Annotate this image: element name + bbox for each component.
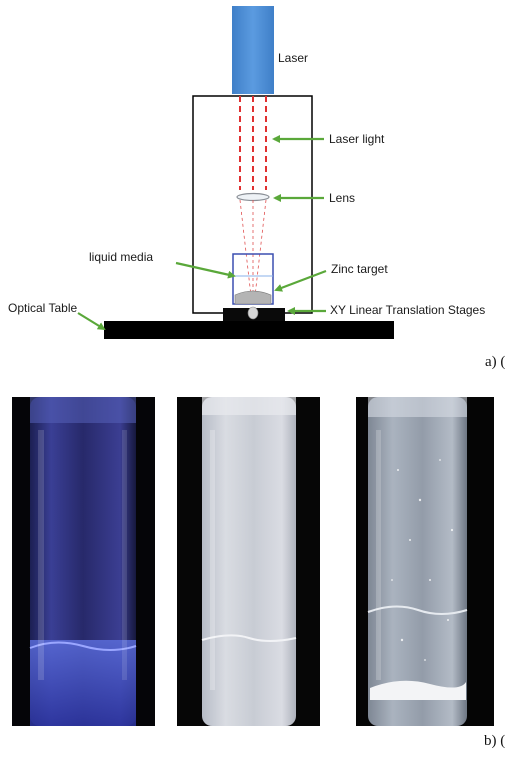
- laser-icon: [232, 6, 274, 94]
- vial-photo-1: [12, 397, 155, 726]
- vial-photo-2: [177, 397, 320, 726]
- laser-light-label: Laser light: [329, 132, 385, 146]
- panel-b-label: b) (: [484, 733, 505, 749]
- optical-table-icon: [104, 321, 394, 339]
- lens-label: Lens: [329, 191, 355, 205]
- arrow-optical-table: [77, 312, 106, 331]
- zinc-target-icon: [234, 290, 272, 305]
- arrow-liquid-media: [175, 261, 236, 279]
- xy-stages-label: XY Linear Translation Stages: [330, 303, 485, 317]
- laser-label: Laser: [278, 51, 308, 65]
- zinc-target-label: Zinc target: [331, 262, 388, 276]
- focused-beam: [239, 199, 267, 297]
- optical-table-label: Optical Table: [8, 301, 77, 315]
- label-arrows: [77, 135, 327, 331]
- arrow-zinc-target: [274, 269, 327, 292]
- laser-beam: [239, 96, 267, 190]
- panel-a-label: a) (: [485, 354, 505, 370]
- liquid-media-label: liquid media: [89, 250, 153, 264]
- lens-icon: [236, 192, 270, 202]
- stage-knob-icon: [247, 306, 259, 320]
- vial-photo-3: [356, 397, 494, 726]
- vial-photos: b) (: [12, 397, 505, 749]
- setup-diagram: Laser: [8, 6, 505, 370]
